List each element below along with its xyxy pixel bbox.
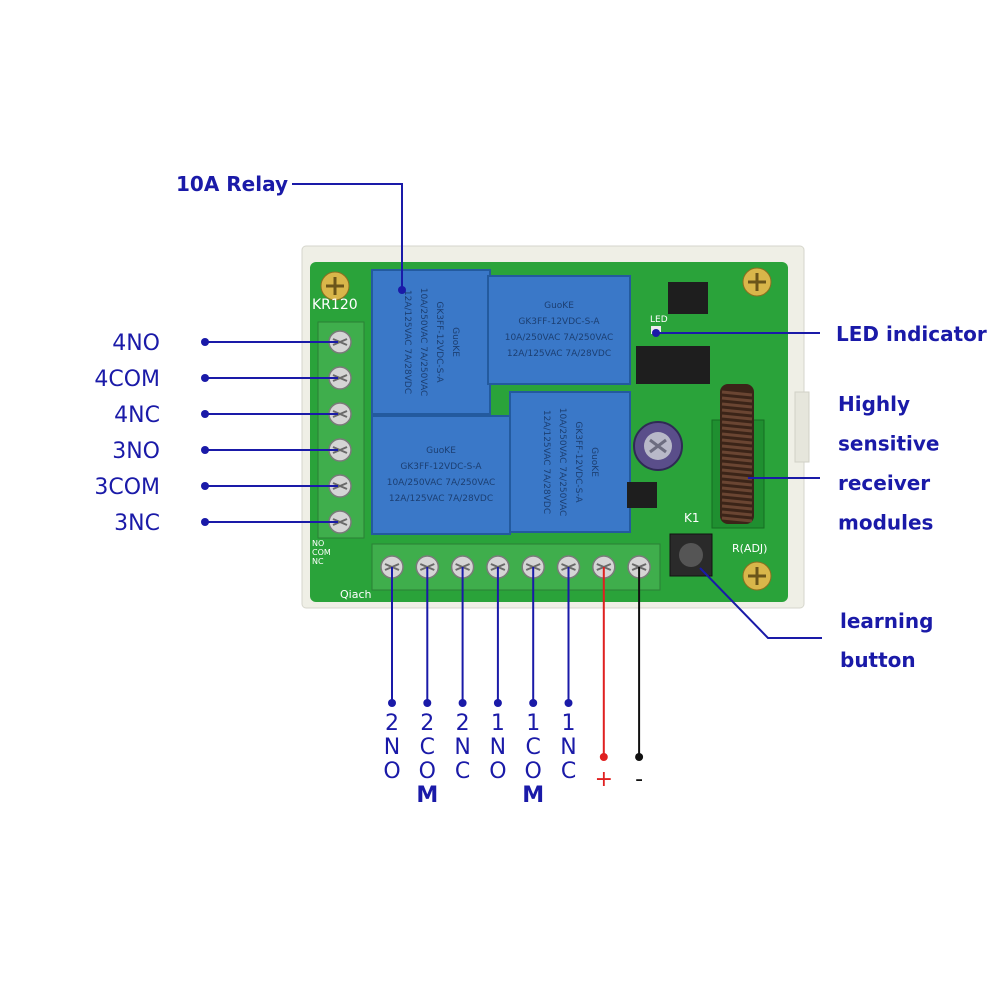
bottom-pin-char: N <box>560 735 576 760</box>
power-pin-label-minus: - <box>635 567 644 792</box>
bottom-pin-char: C <box>526 735 541 760</box>
ic-chip-small <box>627 482 657 508</box>
callout-receiver: Highly sensitive receiver modules <box>748 392 939 535</box>
bottom-pin-label-1no: 1NO <box>489 567 507 784</box>
bottom-pin-char: C <box>455 759 470 784</box>
left-pin-label-4com: 4COM <box>94 367 338 392</box>
relay-marking-text: GK3FF-12VDC-S-A <box>573 421 583 503</box>
bottom-pin-char: C <box>561 759 576 784</box>
board-brand-text: Qiach <box>340 588 372 601</box>
capacitor <box>633 421 683 471</box>
callout-learning: learning button <box>699 567 933 672</box>
callout-receiver-text: receiver <box>838 471 930 495</box>
relay-3: GuoKE GK3FF-12VDC-S-A 10A/250VAC 7A/250VAC… <box>371 415 511 535</box>
pcb-mark-no: NO <box>312 539 324 548</box>
learning-button-component[interactable] <box>669 533 713 577</box>
relay-marking-text: GuoKE <box>450 327 460 357</box>
relay-marking-text: GuoKE <box>426 446 456 456</box>
pcb-mark-com: COM <box>312 548 331 557</box>
bottom-pin-char: 1 <box>526 711 540 736</box>
power-pin-text: + <box>595 767 613 792</box>
relay-marking-text: 12A/125VAC 7A/28VDC <box>541 410 551 514</box>
callout-receiver-text: sensitive <box>838 432 939 456</box>
relay-2: GuoKE GK3FF-12VDC-S-A 10A/250VAC 7A/250VAC… <box>487 275 631 385</box>
bottom-pin-char: 2 <box>420 711 434 736</box>
screw-top-left <box>320 271 350 301</box>
left-pin-text: 3NO <box>112 439 160 464</box>
bottom-pin-char: O <box>419 759 436 784</box>
bottom-pin-char: 2 <box>456 711 470 736</box>
relay-marking-text: GK3FF-12VDC-S-A <box>400 462 482 472</box>
relay-marking-text: 10A/250VAC 7A/250VAC <box>557 408 567 517</box>
bottom-pin-char: 1 <box>562 711 576 736</box>
callout-relay-text: 10A Relay <box>176 172 288 196</box>
radj-text: R(ADJ) <box>732 542 767 555</box>
bottom-pin-char: O <box>383 759 400 784</box>
relay-marking-text: GK3FF-12VDC-S-A <box>518 317 600 327</box>
bottom-pin-label-2no: 2NO <box>383 567 401 784</box>
bottom-pin-char: M <box>522 783 544 808</box>
relay-marking-text: 10A/250VAC 7A/250VAC <box>387 478 496 488</box>
k1-text: K1 <box>684 511 700 525</box>
left-pin-label-4no: 4NO <box>112 331 338 356</box>
callout-learning-text: button <box>840 648 916 672</box>
bottom-pin-char: O <box>525 759 542 784</box>
bottom-pin-char: N <box>490 735 506 760</box>
left-terminal-block <box>317 321 365 539</box>
left-pin-text: 4NC <box>114 403 160 428</box>
relay-marking-text: GK3FF-12VDC-S-A <box>434 301 444 383</box>
callout-learning-text: learning <box>840 609 933 633</box>
callout-led-text: LED indicator <box>836 322 987 346</box>
led-mark-text: LED <box>650 315 668 325</box>
enclosure-side-tab <box>794 391 810 463</box>
antenna-coil <box>720 384 754 524</box>
left-terminal-screw <box>328 510 352 534</box>
bottom-pin-label-2nc: 2NC <box>454 567 471 784</box>
relay-marking-text: 12A/125VAC 7A/28VDC <box>402 290 412 394</box>
relay-4: GuoKE GK3FF-12VDC-S-A 10A/250VAC 7A/250VAC… <box>509 391 631 533</box>
left-pin-label-3com: 3COM <box>94 475 338 500</box>
callout-relay: 10A Relay <box>176 172 406 294</box>
pcb-mark-nc: NC <box>312 557 324 566</box>
bottom-pin-char: O <box>489 759 506 784</box>
left-pin-text: 3NC <box>114 511 160 536</box>
bottom-pin-label-1nc: 1NC <box>560 567 577 784</box>
power-pin-label-plus: + <box>595 567 613 792</box>
power-pin-text: - <box>635 767 643 792</box>
relay-marking-text: 10A/250VAC 7A/250VAC <box>418 288 428 397</box>
callout-receiver-text: modules <box>838 511 933 535</box>
left-pin-label-4nc: 4NC <box>114 403 338 428</box>
relay-marking-text: 12A/125VAC 7A/28VDC <box>389 494 493 504</box>
ic-chip-top <box>668 282 708 314</box>
relay-marking-text: GuoKE <box>589 447 599 477</box>
relay-1: GuoKE GK3FF-12VDC-S-A 10A/250VAC 7A/250VAC… <box>371 269 491 415</box>
relay-marking-text: 12A/125VAC 7A/28VDC <box>507 349 611 359</box>
bottom-pin-char: 2 <box>385 711 399 736</box>
callout-receiver-text: Highly <box>838 392 910 416</box>
bottom-pin-char: M <box>416 783 438 808</box>
left-pin-text: 3COM <box>94 475 160 500</box>
bottom-pin-char: C <box>420 735 435 760</box>
left-terminal-screw <box>328 330 352 354</box>
relay-marking-text: GuoKE <box>544 301 574 311</box>
bottom-terminal-block <box>371 543 661 591</box>
left-pin-text: 4NO <box>112 331 160 356</box>
bottom-pin-char: N <box>454 735 470 760</box>
screw-bottom-right <box>742 561 772 591</box>
left-terminal-screw <box>328 366 352 390</box>
left-pin-text: 4COM <box>94 367 160 392</box>
callout-led: LED indicator <box>652 322 987 346</box>
ic-chip-decoder <box>636 346 710 384</box>
left-pin-label-3nc: 3NC <box>114 511 338 536</box>
bottom-pin-char: 1 <box>491 711 505 736</box>
relay-marking-text: 10A/250VAC 7A/250VAC <box>505 333 614 343</box>
bottom-pin-char: N <box>384 735 400 760</box>
left-pin-label-3no: 3NO <box>112 439 338 464</box>
board-model-text: KR120 <box>312 297 358 313</box>
screw-top-right <box>742 267 772 297</box>
